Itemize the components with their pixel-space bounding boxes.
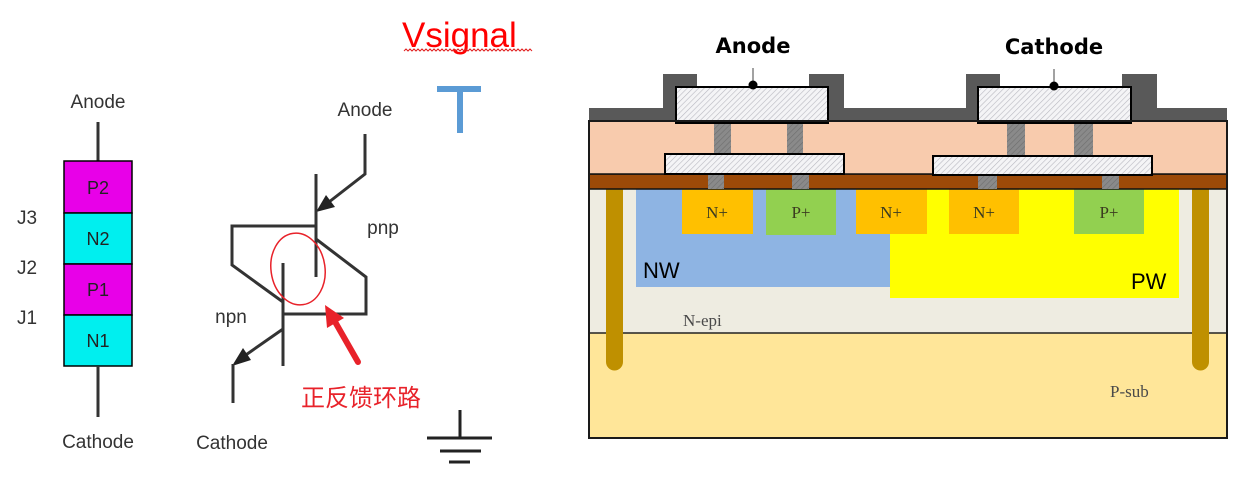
pnp-label: pnp (367, 218, 399, 239)
field-oxide-layer (588, 173, 1228, 190)
pnp-emitter-wire (319, 134, 367, 211)
cathode-n-plus-label: N+ (973, 203, 995, 222)
cross-section-border (588, 120, 1228, 439)
feedback-loop-annotation: 正反馈环路 (301, 384, 421, 412)
anode-terminal-dot (748, 80, 758, 90)
ground-icon (427, 410, 492, 464)
contact-cathode-n-plus (978, 174, 997, 189)
via-cathode-2 (1074, 122, 1093, 157)
right-isolation-sinker (1192, 189, 1209, 371)
right-feedback-wire (283, 237, 368, 316)
stack-anode-label: Anode (71, 92, 126, 113)
cathode-n-plus (949, 189, 1019, 234)
two-transistor-model: Anode pnp npn Cathode 正反馈环路 (196, 100, 421, 454)
npn-emitter-arrow-icon (232, 348, 251, 366)
anode-n-plus-label: N+ (706, 203, 728, 222)
anode-n-plus (682, 189, 753, 234)
p-sub-label: P-sub (1110, 382, 1149, 401)
left-isolation-sinker (606, 189, 623, 371)
n-well (636, 189, 890, 287)
cathode-p-plus-label: P+ (1099, 203, 1118, 222)
layer-n2 (63, 212, 133, 265)
anode-p-plus (766, 189, 836, 235)
stack-cathode-label: Cathode (62, 432, 134, 453)
npn-emitter-wire (239, 327, 284, 361)
p-well-label: PW (1131, 269, 1167, 294)
pnp-emitter-arrow-icon (316, 195, 335, 212)
feedback-highlight-ellipse (270, 232, 326, 306)
layer-n1-label: N1 (86, 331, 109, 351)
n-epi-label: N-epi (683, 311, 722, 330)
cathode-p-plus (1074, 189, 1144, 234)
cathode-terminal-dot (1049, 81, 1059, 91)
vsignal-label: Vsignal (402, 16, 517, 55)
spellcheck-underline (403, 48, 533, 52)
anode-metal-1 (664, 153, 845, 175)
feedback-pointer-arrow-icon (325, 305, 344, 328)
feedback-pointer-shaft (331, 317, 361, 365)
supply-terminal-icon (437, 86, 481, 133)
via-cathode-1 (1007, 122, 1025, 157)
via-anode-2 (787, 122, 803, 155)
cathode-metal-1 (932, 155, 1153, 176)
junction-j2-label: J2 (17, 258, 37, 279)
pnpn-layer-stack: Anode P2 N2 P1 N1 J3 J2 J1 Cathode (17, 92, 134, 453)
middle-n-plus-label: N+ (880, 203, 902, 222)
contact-anode-n-plus (708, 174, 724, 189)
signal-annotation: Vsignal (402, 16, 533, 464)
model-anode-label: Anode (338, 100, 393, 121)
p-substrate (589, 333, 1227, 438)
junction-j3-label: J3 (17, 208, 37, 229)
npn-label: npn (215, 307, 247, 328)
anode-p-plus-label: P+ (791, 203, 810, 222)
junction-j1-label: J1 (17, 308, 37, 329)
model-cathode-label: Cathode (196, 433, 268, 454)
contact-anode-p-plus (792, 174, 809, 189)
contact-cathode-p-plus (1102, 174, 1119, 189)
layer-p2-label: P2 (87, 178, 109, 198)
layer-p1-label: P1 (87, 280, 109, 300)
via-anode-1 (714, 122, 731, 155)
left-feedback-wire (230, 224, 316, 304)
cross-section-anode-label: Anode (716, 34, 791, 58)
anode-metal-2 (675, 86, 829, 124)
device-cross-section: Anode Cathode N+ P+ N+ N+ P+ NW PW N-epi… (588, 34, 1228, 439)
n-well-label: NW (643, 258, 680, 283)
cathode-metal-2 (977, 86, 1132, 124)
layer-n2-label: N2 (86, 229, 109, 249)
middle-n-plus (856, 189, 927, 234)
cross-section-cathode-label: Cathode (1005, 35, 1103, 59)
